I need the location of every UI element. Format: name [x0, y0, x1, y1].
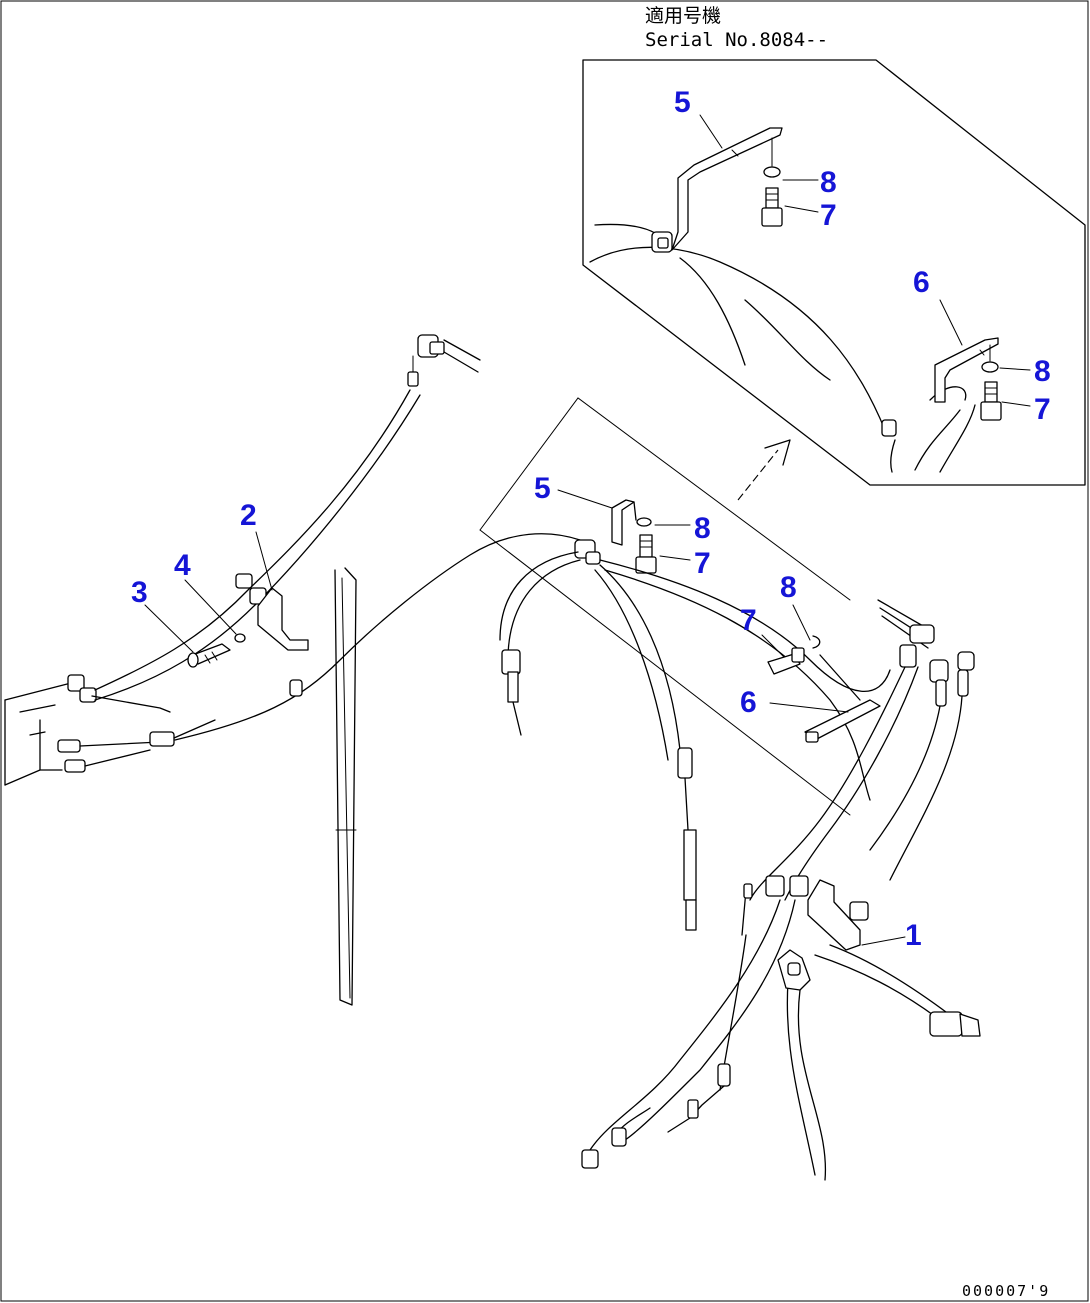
left-frame-structure: [4, 674, 216, 786]
bracket-6-main: [804, 654, 881, 743]
callout-7-inset-a: 7: [820, 199, 837, 232]
callout-5-main: 5: [534, 472, 551, 505]
right-harness-bundle: [741, 599, 975, 951]
view-arrow: [737, 439, 791, 501]
middle-cable: [174, 533, 581, 741]
inset-harness: [589, 223, 976, 473]
callout-2: 2: [240, 499, 257, 532]
callout-7-main-a: 7: [694, 547, 711, 580]
right-harness-cable: [599, 559, 891, 801]
callout-7-inset-b: 7: [1034, 393, 1051, 426]
callout-8-main-b: 8: [780, 571, 797, 604]
callout-3: 3: [131, 576, 148, 609]
callout-6-inset: 6: [913, 266, 930, 299]
left-drop-cable: [499, 551, 581, 736]
document-id: 000007'9: [962, 1282, 1050, 1300]
callout-8-inset-b: 8: [1034, 355, 1051, 388]
main-leaders: [144, 489, 906, 946]
vertical-frame-bar: [334, 567, 357, 1006]
inset-detail-frame: [582, 59, 1086, 486]
callout-5-inset: 5: [674, 86, 691, 119]
center-clamp-5-area: [574, 499, 657, 574]
inset-bracket-5: [671, 127, 783, 251]
callouts: 1 2 3 4 5 8 7 6 8 7 5 8 7 8 7 6: [131, 86, 1051, 952]
inset-leaders: [699, 114, 1031, 407]
callout-4: 4: [174, 549, 191, 582]
inset-bracket-6: [934, 337, 999, 403]
inset-clamp-right: [881, 419, 897, 437]
applicability-label: 適用号機: [645, 5, 721, 27]
callout-8-inset-a: 8: [820, 166, 837, 199]
callout-7-main-b: 7: [740, 604, 757, 637]
inset-washer-8b: [981, 344, 999, 373]
main-view-outline: [479, 397, 851, 816]
callout-6-main: 6: [740, 686, 757, 719]
lower-harness: [581, 899, 981, 1181]
bracket-2-assembly: [187, 573, 309, 668]
callout-8-main-a: 8: [694, 512, 711, 545]
inset-bolt-7b: [980, 381, 1002, 421]
inset-clamp-left: [651, 231, 673, 253]
serial-number-label: Serial No.8084--: [645, 29, 828, 51]
bolt-7-washer-8-main: [767, 635, 821, 675]
callout-1: 1: [905, 919, 922, 952]
right-drop-cable: [594, 564, 697, 931]
inset-washer-8a: [763, 137, 781, 178]
inset-bolt-7a: [761, 187, 783, 227]
